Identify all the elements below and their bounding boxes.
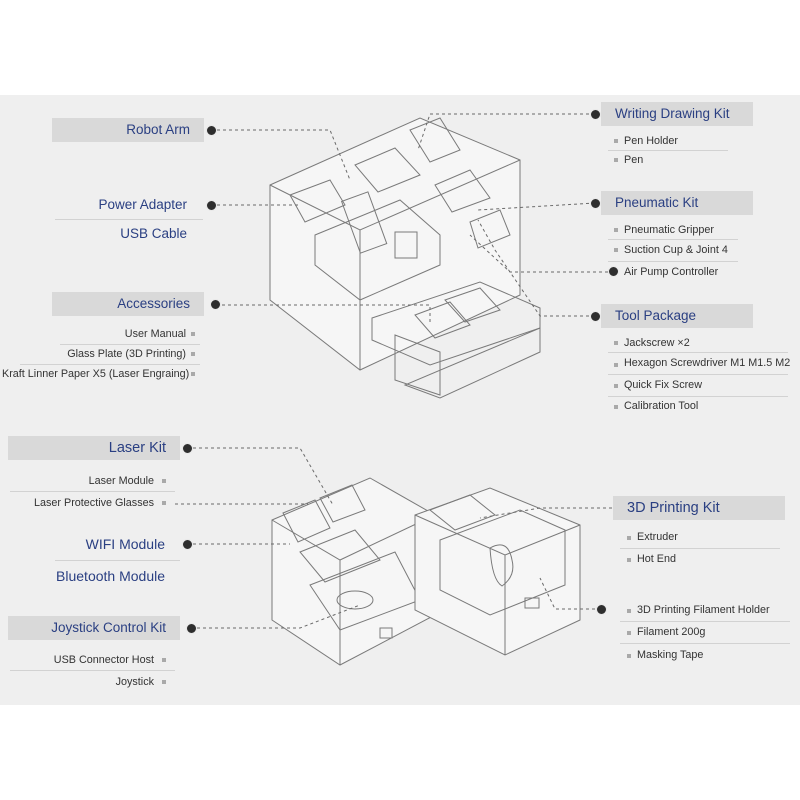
pointer-dot-icon xyxy=(206,200,217,211)
tool-package-label: Tool Package xyxy=(601,304,753,328)
separator xyxy=(608,150,728,151)
bullet-square-icon xyxy=(191,332,195,336)
pointer-dot-icon xyxy=(608,266,619,277)
joystick-item: USB Connector Host xyxy=(53,654,154,666)
joystick-item: Joystick xyxy=(115,676,154,688)
bullet-square-icon xyxy=(191,352,195,356)
bullet-square-icon xyxy=(614,139,618,143)
tool-item: Jackscrew ×2 xyxy=(624,337,690,349)
writing-drawing-item: Pen Holder xyxy=(624,135,679,147)
pointer-dot-icon xyxy=(590,109,601,120)
bullet-square-icon xyxy=(614,158,618,162)
bullet-square-icon xyxy=(614,363,618,367)
writing-drawing-item: Pen xyxy=(624,154,644,166)
printing-extra-item: 3D Printing Filament Holder xyxy=(637,604,770,616)
3d-printing-kit-label: 3D Printing Kit xyxy=(613,496,785,520)
pneumatic-item: Pneumatic Gripper xyxy=(624,224,715,236)
bullet-square-icon xyxy=(162,501,166,505)
bullet-square-icon xyxy=(162,658,166,662)
separator xyxy=(20,364,200,365)
pointer-dot-icon xyxy=(186,623,197,634)
separator xyxy=(620,643,790,644)
accessories-item: Kraft Linner Paper X5 (Laser Engraing) xyxy=(2,368,190,380)
accessories-item: Glass Plate (3D Printing) xyxy=(67,348,186,360)
separator xyxy=(608,396,788,397)
bullet-square-icon xyxy=(614,384,618,388)
separator xyxy=(55,219,203,220)
separator xyxy=(620,621,790,622)
accessories-label: Accessories xyxy=(52,292,204,316)
separator xyxy=(60,344,200,345)
pointer-dot-icon xyxy=(590,198,601,209)
laser-item: Laser Protective Glasses xyxy=(33,497,154,509)
robot-arm-box xyxy=(269,117,541,399)
separator xyxy=(55,560,180,561)
laser-kit-box xyxy=(271,477,436,666)
usb-cable-label: USB Cable xyxy=(120,226,187,241)
tool-item: Hexagon Screwdriver M1 M1.5 M2 xyxy=(624,357,791,369)
pointer-dot-icon xyxy=(210,299,221,310)
laser-kit-label: Laser Kit xyxy=(8,436,180,460)
pneumatic-kit-label: Pneumatic Kit xyxy=(601,191,753,215)
bullet-square-icon xyxy=(614,248,618,252)
separator xyxy=(608,239,738,240)
bullet-square-icon xyxy=(627,654,631,658)
bullet-square-icon xyxy=(614,228,618,232)
separator xyxy=(608,374,788,375)
pointer-dot-icon xyxy=(590,311,601,322)
tool-item: Quick Fix Screw xyxy=(624,379,702,391)
separator xyxy=(608,352,788,353)
pointer-dot-icon xyxy=(182,443,193,454)
bullet-square-icon xyxy=(614,341,618,345)
printing-extra-item: Masking Tape xyxy=(637,649,704,661)
separator xyxy=(10,670,175,671)
joystick-control-kit-label: Joystick Control Kit xyxy=(8,616,180,640)
bullet-square-icon xyxy=(627,631,631,635)
bluetooth-module-label: Bluetooth Module xyxy=(56,568,165,584)
bullet-square-icon xyxy=(627,609,631,613)
power-adapter-label: Power Adapter xyxy=(98,197,187,212)
pointer-dot-icon xyxy=(596,604,607,615)
printing-extra-item: Filament 200g xyxy=(637,626,706,638)
bullet-square-icon xyxy=(162,479,166,483)
printing-item: Hot End xyxy=(637,553,677,565)
bullet-square-icon xyxy=(627,558,631,562)
wifi-module-label: WIFI Module xyxy=(85,536,165,552)
laser-item: Laser Module xyxy=(88,475,154,487)
bullet-square-icon xyxy=(614,405,618,409)
separator xyxy=(10,491,175,492)
writing-drawing-kit-label: Writing Drawing Kit xyxy=(601,102,753,126)
tool-item: Calibration Tool xyxy=(624,400,699,412)
separator xyxy=(608,261,738,262)
bullet-square-icon xyxy=(162,680,166,684)
printing-item: Extruder xyxy=(637,531,678,543)
leader-lines xyxy=(175,113,618,629)
bullet-square-icon xyxy=(627,536,631,540)
pointer-dot-icon xyxy=(182,539,193,550)
3d-printing-box xyxy=(414,487,581,656)
bullet-square-icon xyxy=(191,372,195,376)
robot-arm-label: Robot Arm xyxy=(52,118,204,142)
pointer-dot-icon xyxy=(206,125,217,136)
separator xyxy=(620,548,780,549)
accessories-item: User Manual xyxy=(124,328,186,340)
pneumatic-item: Air Pump Controller xyxy=(624,266,719,278)
pneumatic-item: Suction Cup & Joint 4 xyxy=(624,244,728,256)
